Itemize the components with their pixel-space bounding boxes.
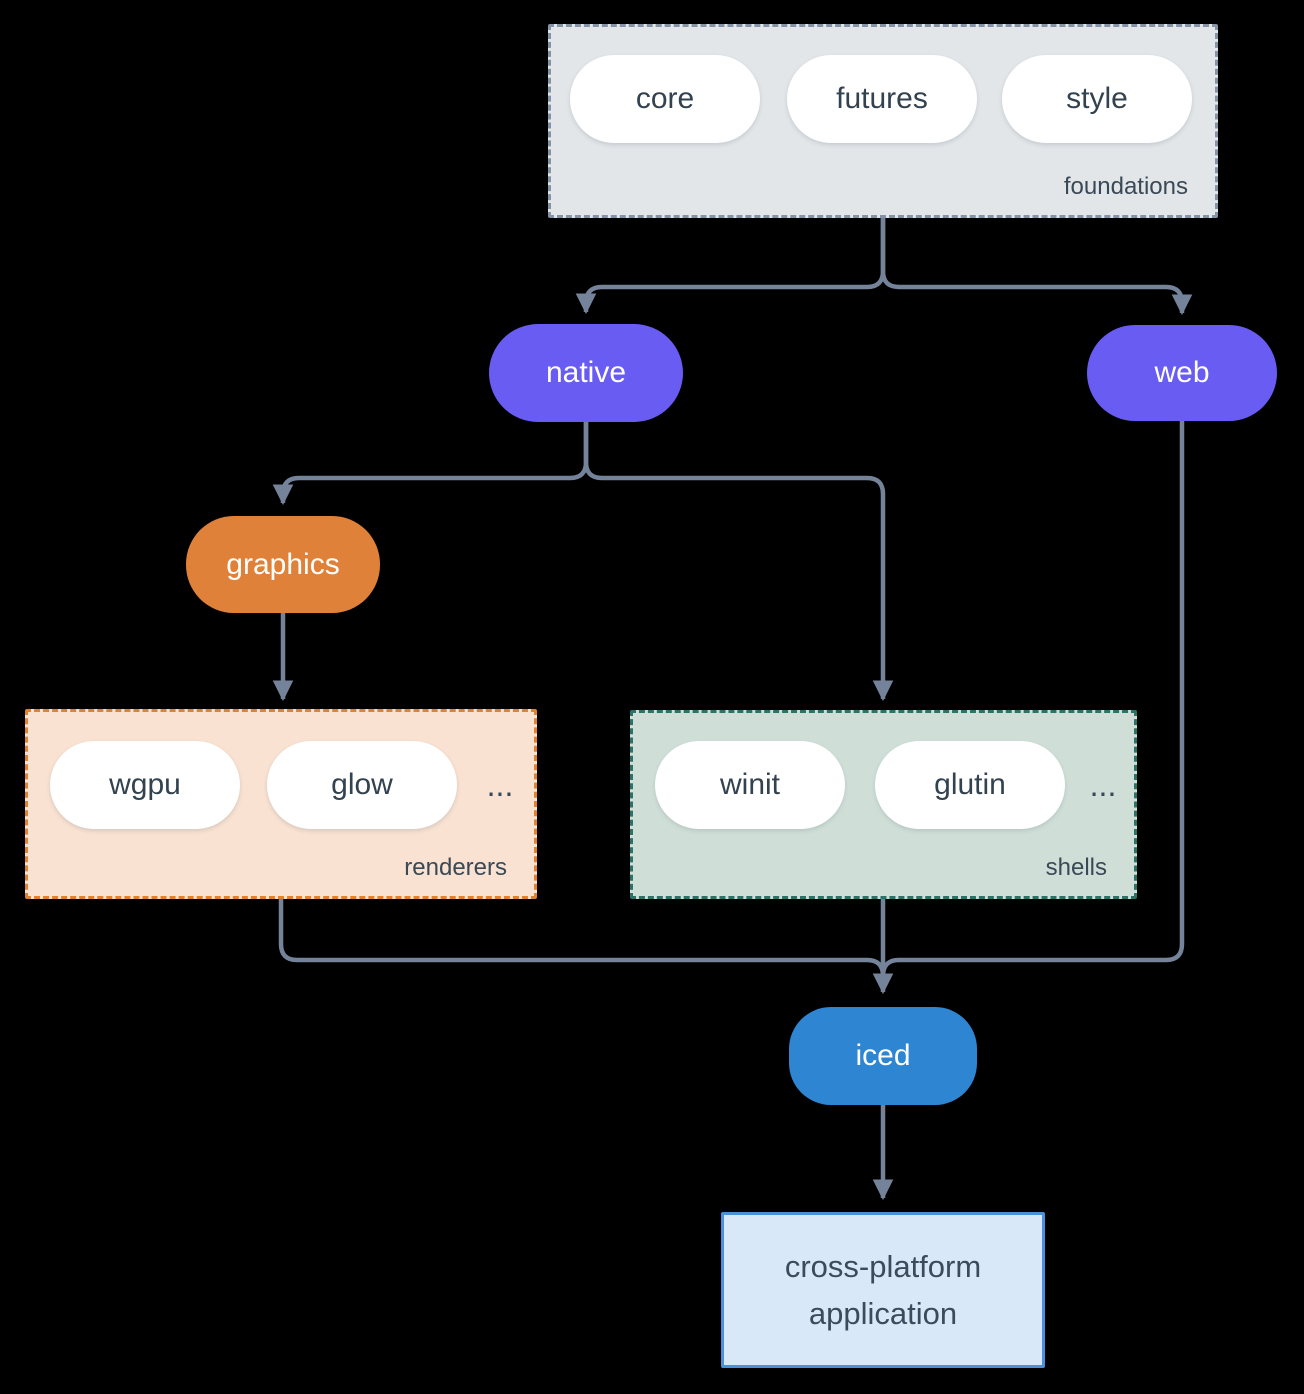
- pill-glow: glow: [267, 741, 457, 829]
- pill-style: style: [1002, 55, 1192, 143]
- pill-wgpu-label: wgpu: [109, 768, 181, 801]
- edge-foundations-to-web: [880, 218, 1193, 316]
- pill-style-label: style: [1066, 82, 1128, 115]
- pill-futures-label: futures: [836, 82, 928, 115]
- node-graphics-label: graphics: [226, 547, 340, 581]
- application-label-line1: cross-platform: [784, 1249, 982, 1284]
- pill-wgpu: wgpu: [50, 741, 240, 829]
- node-native-label: native: [545, 356, 627, 389]
- foundations-group-label: foundations: [1063, 173, 1188, 200]
- renderers-group-box: wgpu glow ... renderers: [25, 709, 537, 899]
- renderers-ellipsis: ...: [486, 766, 514, 803]
- edge-foundations-to-native: [575, 218, 886, 315]
- node-native: native: [489, 324, 683, 422]
- pill-glow-label: glow: [331, 768, 393, 801]
- foundations-group-box: core futures style foundations: [548, 24, 1218, 218]
- pill-glutin-label: glutin: [934, 768, 1006, 801]
- shells-ellipsis: ...: [1089, 766, 1117, 803]
- node-iced: iced: [789, 1007, 977, 1105]
- pill-futures: futures: [787, 55, 977, 143]
- shells-group-box: winit glutin ... shells: [630, 710, 1137, 899]
- pill-glutin: glutin: [875, 741, 1065, 829]
- pill-winit: winit: [655, 741, 845, 829]
- pill-winit-label: winit: [719, 768, 780, 801]
- edge-native-to-graphics: [272, 422, 589, 506]
- renderers-group-label: renderers: [404, 854, 507, 881]
- pill-core: core: [570, 55, 760, 143]
- node-web: web: [1087, 325, 1277, 421]
- edge-renderers-to-iced: [278, 899, 886, 983]
- node-iced-label: iced: [855, 1039, 911, 1072]
- pill-core-label: core: [635, 82, 695, 115]
- node-web-label: web: [1154, 356, 1210, 389]
- shells-group-label: shells: [1045, 854, 1107, 881]
- application-label-line2: application: [808, 1296, 958, 1331]
- application-box: cross-platform application: [721, 1212, 1045, 1368]
- edge-native-to-shells: [583, 422, 894, 702]
- node-graphics: graphics: [186, 516, 380, 613]
